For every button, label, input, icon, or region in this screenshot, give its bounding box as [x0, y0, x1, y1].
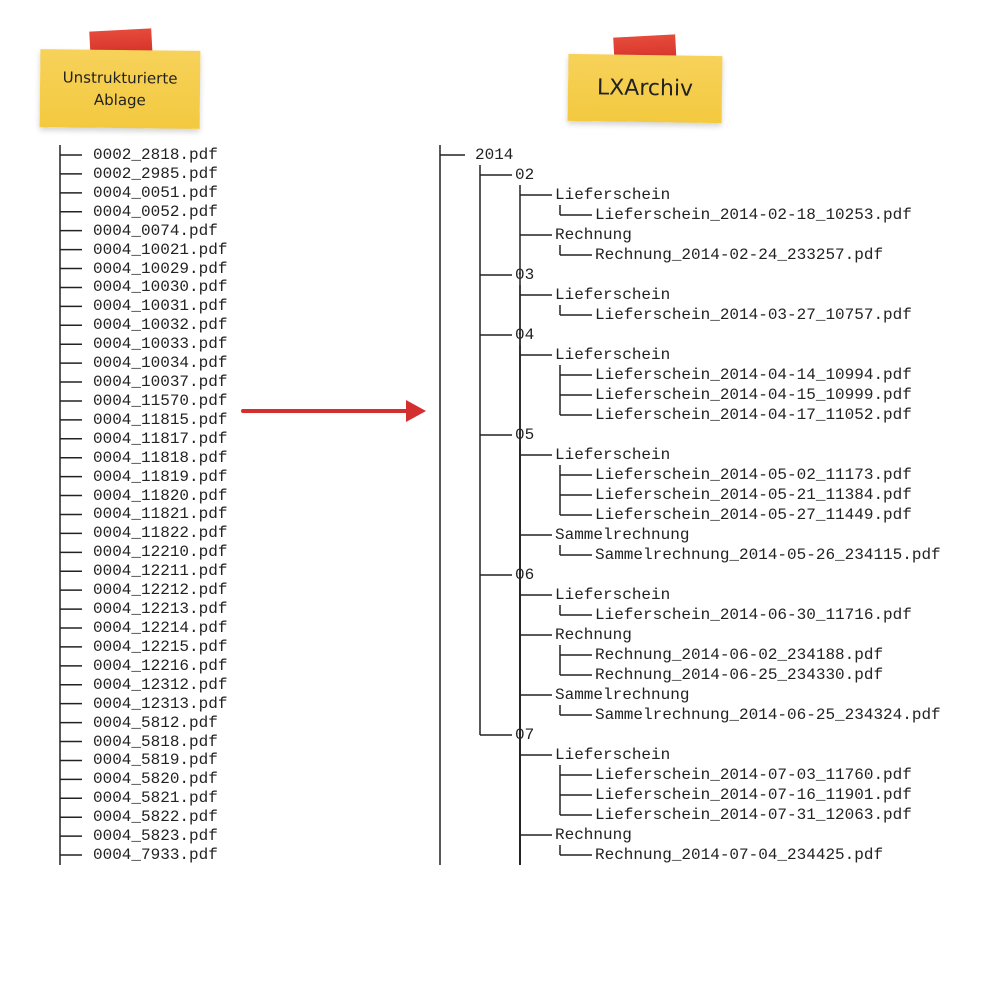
file-item[interactable]: 0004_11819.pdf [93, 467, 228, 486]
file-item[interactable]: 0004_12212.pdf [93, 581, 228, 600]
folder-item[interactable]: Lieferschein [555, 446, 671, 464]
file-item[interactable]: 0004_10033.pdf [93, 335, 228, 354]
file-item[interactable]: 0004_10032.pdf [93, 316, 228, 335]
file-item[interactable]: Lieferschein_2014-03-27_10757.pdf [595, 306, 912, 324]
file-item[interactable]: 0004_5820.pdf [93, 770, 218, 789]
file-item[interactable]: 0004_12211.pdf [93, 562, 228, 581]
file-item[interactable]: Sammelrechnung_2014-05-26_234115.pdf [595, 546, 941, 564]
file-item[interactable]: 0004_5819.pdf [93, 751, 218, 770]
file-item[interactable]: 0004_11815.pdf [93, 410, 228, 429]
file-item[interactable]: 0002_2985.pdf [93, 164, 218, 183]
file-item[interactable]: 0004_12214.pdf [93, 619, 228, 637]
folder-item[interactable]: Rechnung [555, 626, 632, 644]
file-item[interactable]: Lieferschein_2014-02-18_10253.pdf [595, 206, 912, 224]
folder-item[interactable]: 02 [515, 166, 535, 184]
file-item[interactable]: 0004_10021.pdf [93, 240, 228, 259]
folder-item[interactable]: Lieferschein [555, 346, 671, 364]
file-item[interactable]: Lieferschein_2014-07-03_11760.pdf [595, 766, 912, 784]
file-item[interactable]: Lieferschein_2014-04-15_10999.pdf [595, 386, 912, 404]
file-item[interactable]: Lieferschein_2014-04-17_11052.pdf [595, 406, 912, 424]
folder-item[interactable]: Sammelrechnung [555, 526, 690, 544]
folder-item[interactable]: Lieferschein [555, 746, 671, 764]
file-item[interactable]: 0004_11821.pdf [93, 505, 228, 524]
file-item[interactable]: 0004_11818.pdf [93, 448, 228, 467]
file-item[interactable]: 0004_0074.pdf [93, 221, 218, 240]
file-item[interactable]: 0004_11820.pdf [93, 486, 228, 505]
file-item[interactable]: 0004_10030.pdf [93, 278, 228, 297]
folder-item[interactable]: 2014 [475, 146, 514, 164]
file-item[interactable]: 0004_12216.pdf [93, 656, 228, 675]
file-item[interactable]: Lieferschein_2014-06-30_11716.pdf [595, 606, 912, 624]
file-item[interactable]: 0004_10034.pdf [93, 354, 228, 373]
file-item[interactable]: 0004_12213.pdf [93, 600, 228, 619]
file-item[interactable]: 0004_10029.pdf [93, 259, 228, 278]
file-item[interactable]: 0004_5823.pdf [93, 827, 218, 846]
folder-item[interactable]: Sammelrechnung [555, 686, 690, 704]
folder-item[interactable]: 07 [515, 726, 535, 744]
file-item[interactable]: Lieferschein_2014-05-27_11449.pdf [595, 506, 912, 524]
file-item[interactable]: Sammelrechnung_2014-06-25_234324.pdf [595, 706, 941, 724]
transform-arrow [241, 400, 426, 422]
file-item[interactable]: 0004_0051.pdf [93, 183, 218, 202]
folder-item[interactable]: Rechnung [555, 826, 632, 844]
folder-item[interactable]: 04 [515, 326, 535, 344]
file-item[interactable]: Rechnung_2014-06-25_234330.pdf [595, 666, 884, 684]
folder-item[interactable]: Rechnung [555, 226, 632, 244]
file-item[interactable]: Rechnung_2014-06-02_234188.pdf [595, 646, 884, 664]
file-item[interactable]: Lieferschein_2014-05-21_11384.pdf [595, 486, 912, 504]
folder-item[interactable]: Lieferschein [555, 586, 671, 604]
folder-item[interactable]: Lieferschein [555, 286, 671, 304]
file-item[interactable]: 0004_7933.pdf [93, 846, 218, 865]
file-item[interactable]: 0004_5822.pdf [93, 808, 218, 827]
file-item[interactable]: 0002_2818.pdf [93, 146, 218, 164]
file-item[interactable]: 0004_5821.pdf [93, 789, 218, 808]
file-item[interactable]: Rechnung_2014-02-24_233257.pdf [595, 246, 884, 264]
file-item[interactable]: 0004_10031.pdf [93, 297, 228, 316]
folder-item[interactable]: Lieferschein [555, 186, 671, 204]
file-item[interactable]: Lieferschein_2014-05-02_11173.pdf [595, 466, 912, 484]
file-item[interactable]: 0004_5818.pdf [93, 732, 218, 751]
file-item[interactable]: Rechnung_2014-07-04_234425.pdf [595, 846, 884, 864]
file-item[interactable]: 0004_0052.pdf [93, 202, 218, 221]
file-item[interactable]: 0004_5812.pdf [93, 713, 218, 732]
file-item[interactable]: 0004_12312.pdf [93, 675, 228, 694]
folder-item[interactable]: 03 [515, 266, 535, 284]
folder-item[interactable]: 05 [515, 426, 535, 444]
file-item[interactable]: 0004_12215.pdf [93, 637, 228, 656]
file-item[interactable]: 0004_11822.pdf [93, 524, 228, 543]
file-item[interactable]: 0004_10037.pdf [93, 373, 228, 392]
file-item[interactable]: 0004_11817.pdf [93, 429, 228, 448]
file-item[interactable]: 0004_12313.pdf [93, 694, 228, 713]
file-item[interactable]: Lieferschein_2014-04-14_10994.pdf [595, 366, 912, 384]
file-item[interactable]: 0004_12210.pdf [93, 543, 228, 562]
folder-item[interactable]: 06 [515, 566, 535, 584]
file-item[interactable]: Lieferschein_2014-07-16_11901.pdf [595, 786, 912, 804]
file-item[interactable]: 0004_11570.pdf [93, 391, 228, 410]
file-item[interactable]: Lieferschein_2014-07-31_12063.pdf [595, 806, 912, 824]
